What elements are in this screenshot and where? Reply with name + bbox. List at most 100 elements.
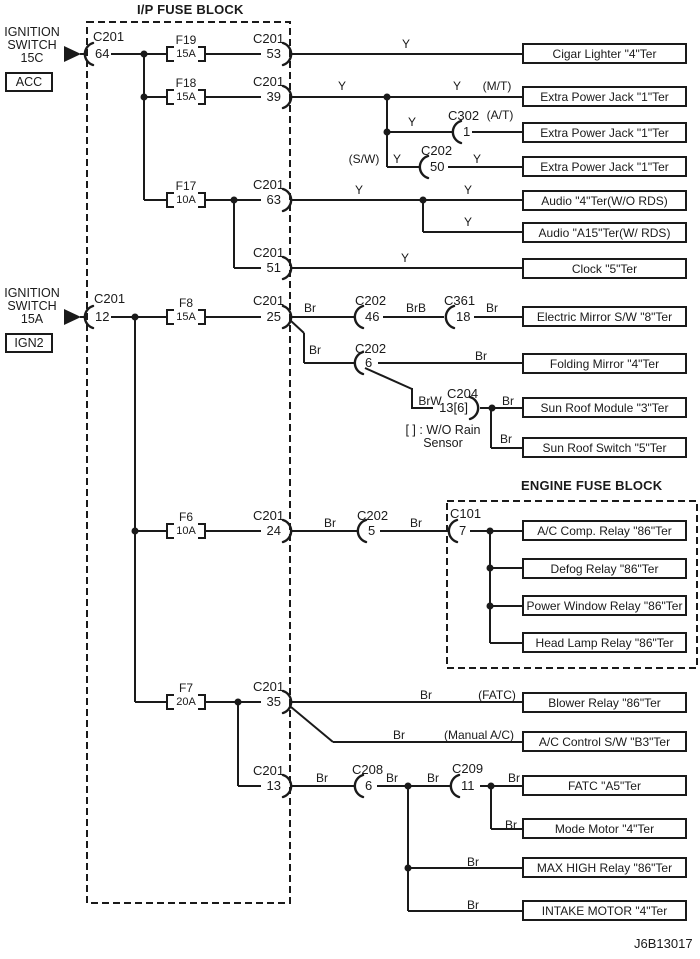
wire-color-label: (M/T) — [482, 79, 512, 93]
source-line: IGNITION — [4, 286, 60, 300]
fuse-symbol: 10A — [166, 523, 206, 539]
source-line: SWITCH — [7, 38, 57, 52]
device-box: Blower Relay "86"Ter — [522, 692, 687, 713]
wire-color-label: Br — [475, 349, 487, 363]
fuse-id-label: F19 — [175, 33, 197, 47]
wire-color-label: Br — [316, 771, 328, 785]
connector-name: C201 — [253, 293, 285, 308]
fuse-id-label: F6 — [178, 510, 193, 524]
connector-pin: 51 — [266, 260, 281, 275]
fuse-id-label: F18 — [175, 76, 197, 90]
connector-name: C201 — [94, 291, 126, 306]
wire-color-label: Y — [463, 215, 473, 229]
connector-name: C202 — [355, 293, 387, 308]
wire-color-label: Br — [393, 728, 405, 742]
wire-color-label: Y — [463, 183, 473, 197]
connector-pin: 50 — [430, 159, 445, 174]
wire-color-label: Y — [407, 115, 417, 129]
connector-name: C101 — [450, 506, 482, 521]
connector-pin: 24 — [266, 523, 281, 538]
acc-tag: ACC — [5, 72, 53, 92]
wire-color-label: BrB — [405, 301, 427, 315]
rain-sensor-note: [ ] : W/O Rain Sensor — [393, 424, 493, 450]
source-line: SWITCH — [7, 299, 57, 313]
wire-color-label: (A/T) — [486, 108, 514, 122]
wire-color-label: Br — [502, 394, 514, 408]
connector-name: C201 — [253, 31, 285, 46]
wire-color-label: Y — [401, 37, 411, 51]
connector-name: C201 — [253, 74, 285, 89]
wire-color-label: Y — [354, 183, 364, 197]
device-box: Cigar Lighter "4"Ter — [522, 43, 687, 64]
connector-name: C208 — [352, 762, 384, 777]
device-box: MAX HIGH Relay "86"Ter — [522, 857, 687, 878]
note-line: [ ] : W/O Rain — [405, 423, 481, 437]
connector-name: C202 — [355, 341, 387, 356]
fuse-symbol: 10A — [166, 192, 206, 208]
wire-color-label: Br — [420, 688, 432, 702]
connector-pin: 11 — [461, 778, 475, 793]
connector-pin: 39 — [266, 89, 281, 104]
wire-color-label: Br — [427, 771, 439, 785]
wire-color-label: Br — [410, 516, 422, 530]
connector-name: C202 — [357, 508, 389, 523]
engine-fuse-block-title: ENGINE FUSE BLOCK — [521, 478, 663, 493]
ip-fuse-block-title: I/P FUSE BLOCK — [137, 2, 244, 17]
device-box: Defog Relay "86"Ter — [522, 558, 687, 579]
wire-color-label: Br — [386, 771, 398, 785]
connector-name: C209 — [452, 761, 484, 776]
ign2-tag: IGN2 — [5, 333, 53, 353]
wire-color-label: (FATC) — [478, 688, 516, 702]
wire-color-label: Br — [486, 301, 498, 315]
device-box: Audio "4"Ter(W/O RDS) — [522, 190, 687, 211]
connector-pin: 18 — [456, 309, 471, 324]
wire-color-label: (S/W) — [348, 152, 380, 166]
wire-color-label: BrW — [418, 394, 442, 408]
connector-name: C361 — [444, 293, 476, 308]
wire-color-label: Y — [452, 79, 462, 93]
fuse-id-label: F17 — [175, 179, 197, 193]
fuse-symbol: 15A — [166, 46, 206, 62]
connector-pin: 25 — [266, 309, 281, 324]
connector-name: C201 — [253, 679, 285, 694]
wire-color-label: Y — [400, 251, 410, 265]
device-box: A/C Comp. Relay "86"Ter — [522, 520, 687, 541]
source-ignition-switch-15a: IGNITION SWITCH 15A — [0, 287, 64, 326]
connector-name: C201 — [253, 245, 285, 260]
connector-pin: 1 — [463, 124, 471, 139]
wire-color-label: Br — [467, 898, 479, 912]
connector-pin: 5 — [368, 523, 376, 538]
connector-name: C201 — [93, 29, 125, 44]
fuse-id-label: F8 — [178, 296, 193, 310]
connector-name: C201 — [253, 763, 285, 778]
wire-color-label: Br — [508, 771, 520, 785]
connector-pin: 63 — [266, 192, 281, 207]
device-box: Sun Roof Module "3"Ter — [522, 397, 687, 418]
connector-pin: 6 — [365, 778, 373, 793]
fuse-symbol: 15A — [166, 309, 206, 325]
arrow-right-icon — [64, 46, 81, 62]
wire-color-label: Br — [500, 432, 512, 446]
wire-color-label: Y — [472, 152, 482, 166]
fuse-symbol: 20A — [166, 694, 206, 710]
source-line: 15A — [20, 312, 44, 326]
note-line: Sensor — [423, 436, 463, 450]
wire-color-label: Br — [505, 818, 517, 832]
device-box: INTAKE MOTOR "4"Ter — [522, 900, 687, 921]
device-box: Extra Power Jack "1"Ter — [522, 122, 687, 143]
wire-color-label: (Manual A/C) — [443, 728, 515, 742]
device-box: Folding Mirror "4"Ter — [522, 353, 687, 374]
connector-pin: 46 — [365, 309, 380, 324]
source-line: IGNITION — [4, 25, 60, 39]
connector-name: C204 — [447, 386, 479, 401]
connector-pin: 6 — [365, 355, 373, 370]
source-ignition-switch-15c: IGNITION SWITCH 15C — [0, 26, 64, 65]
source-line: 15C — [20, 51, 44, 65]
connector-pin: 13 — [266, 778, 281, 793]
device-box: Mode Motor "4"Ter — [522, 818, 687, 839]
fuse-symbol: 15A — [166, 89, 206, 105]
arrow-right-icon — [64, 309, 81, 325]
wire-color-label: Y — [392, 152, 402, 166]
